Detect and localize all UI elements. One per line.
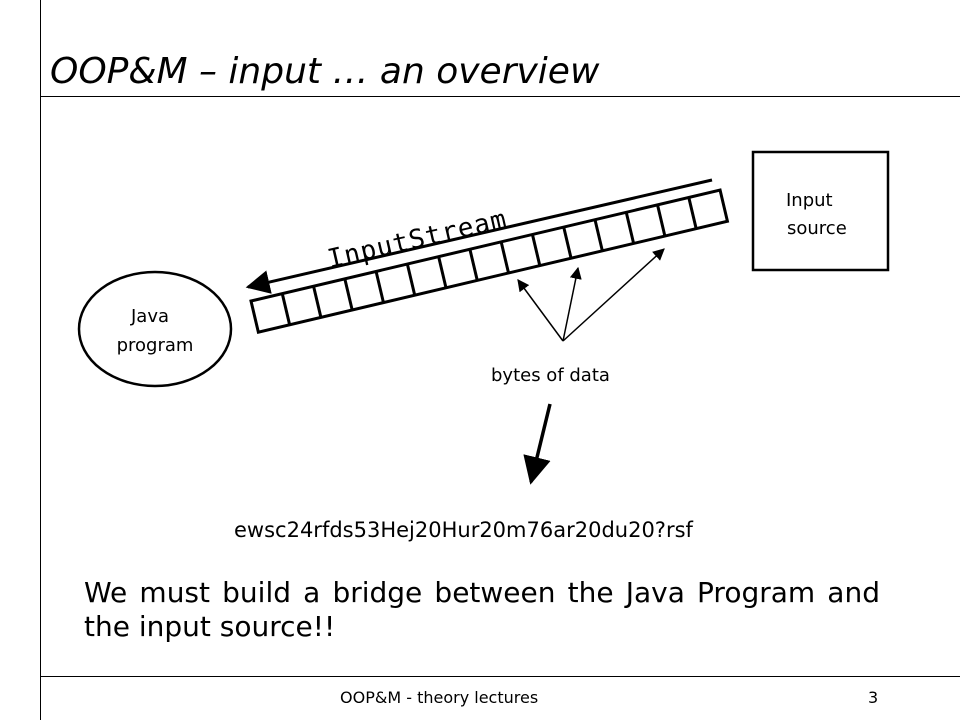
byte-cell-divider bbox=[562, 226, 573, 259]
byte-cell-divider bbox=[468, 248, 479, 281]
left-margin-rule bbox=[40, 0, 41, 720]
byte-cell-divider bbox=[343, 278, 354, 311]
byte-cell-divider bbox=[624, 211, 636, 244]
input-source-box bbox=[751, 150, 890, 272]
input-source-label-line2: source bbox=[787, 218, 847, 239]
footer-rule bbox=[40, 676, 960, 677]
byte-cell-divider bbox=[437, 256, 448, 289]
byte-cell-divider bbox=[499, 241, 510, 274]
byte-cell-divider bbox=[687, 197, 698, 229]
byte-pointer-arrow-2 bbox=[562, 266, 582, 342]
java-program-label-line1: Java bbox=[130, 306, 169, 327]
java-program-label-line2: program bbox=[117, 335, 194, 356]
java-program-ellipse bbox=[77, 270, 233, 388]
title-underline bbox=[40, 96, 960, 97]
byte-cell-divider bbox=[656, 204, 667, 237]
data-string-arrow bbox=[523, 403, 552, 485]
byte-cell-divider bbox=[312, 285, 323, 318]
byte-cell-divider bbox=[374, 271, 385, 303]
byte-stream-tube bbox=[249, 188, 730, 334]
page-number: 3 bbox=[868, 688, 879, 707]
slide-body-text: We must build a bridge between the Java … bbox=[84, 576, 880, 643]
byte-pointer-arrow-3 bbox=[562, 248, 665, 342]
byte-cell-divider bbox=[280, 293, 292, 326]
footer-text: OOP&M - theory lectures bbox=[340, 688, 539, 707]
bytes-of-data-label: bytes of data bbox=[491, 365, 610, 386]
stream-direction-arrow bbox=[245, 178, 713, 294]
data-string: ewsc24rfds53Hej20Hur20m76ar20du20?rsf bbox=[234, 518, 694, 542]
tube-outline bbox=[249, 188, 730, 334]
byte-cell-divider bbox=[593, 219, 604, 252]
input-source-label-line1: Input bbox=[786, 190, 833, 211]
byte-cell-divider bbox=[530, 234, 542, 266]
byte-pointer-arrow-1 bbox=[517, 279, 564, 342]
slide-title: OOP&M – input … an overview bbox=[50, 51, 600, 92]
byte-cell-divider bbox=[405, 263, 417, 296]
